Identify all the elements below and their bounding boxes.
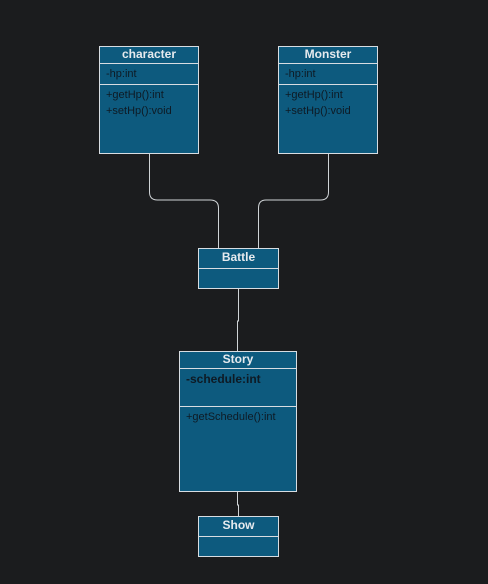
class-box-battle[interactable]: Battle <box>198 248 279 289</box>
class-name: Story <box>180 352 296 369</box>
method: +setHp():void <box>106 105 172 117</box>
attribute: -schedule:int <box>186 372 261 386</box>
class-box-story[interactable]: Story -schedule:int +getSchedule():int <box>179 351 297 492</box>
attribute: -hp:int <box>106 68 137 80</box>
attributes-section: -hp:int <box>100 64 198 85</box>
method: +getHp():int <box>106 89 164 101</box>
class-box-show[interactable]: Show <box>198 516 279 557</box>
class-box-monster[interactable]: Monster -hp:int +getHp():int +setHp():vo… <box>278 46 378 154</box>
attribute: -hp:int <box>285 68 316 80</box>
attributes-section: -schedule:int <box>180 369 296 407</box>
class-name: Monster <box>279 47 377 64</box>
methods-section: +getHp():int +setHp():void <box>279 85 377 119</box>
connector-monster-battle <box>258 154 329 248</box>
class-name: character <box>100 47 198 64</box>
connector-character-battle <box>149 154 219 248</box>
connector-battle-story <box>237 288 239 352</box>
class-box-character[interactable]: character -hp:int +getHp():int +setHp():… <box>99 46 199 154</box>
members-section <box>199 269 278 271</box>
methods-section: +getSchedule():int <box>180 407 296 425</box>
method: +getSchedule():int <box>186 411 276 423</box>
methods-section: +getHp():int +setHp():void <box>100 85 198 119</box>
method: +getHp():int <box>285 89 343 101</box>
class-name: Show <box>199 517 278 537</box>
class-name: Battle <box>199 249 278 269</box>
connector-story-show <box>237 492 239 517</box>
attributes-section: -hp:int <box>279 64 377 85</box>
method: +setHp():void <box>285 105 351 117</box>
members-section <box>199 537 278 539</box>
